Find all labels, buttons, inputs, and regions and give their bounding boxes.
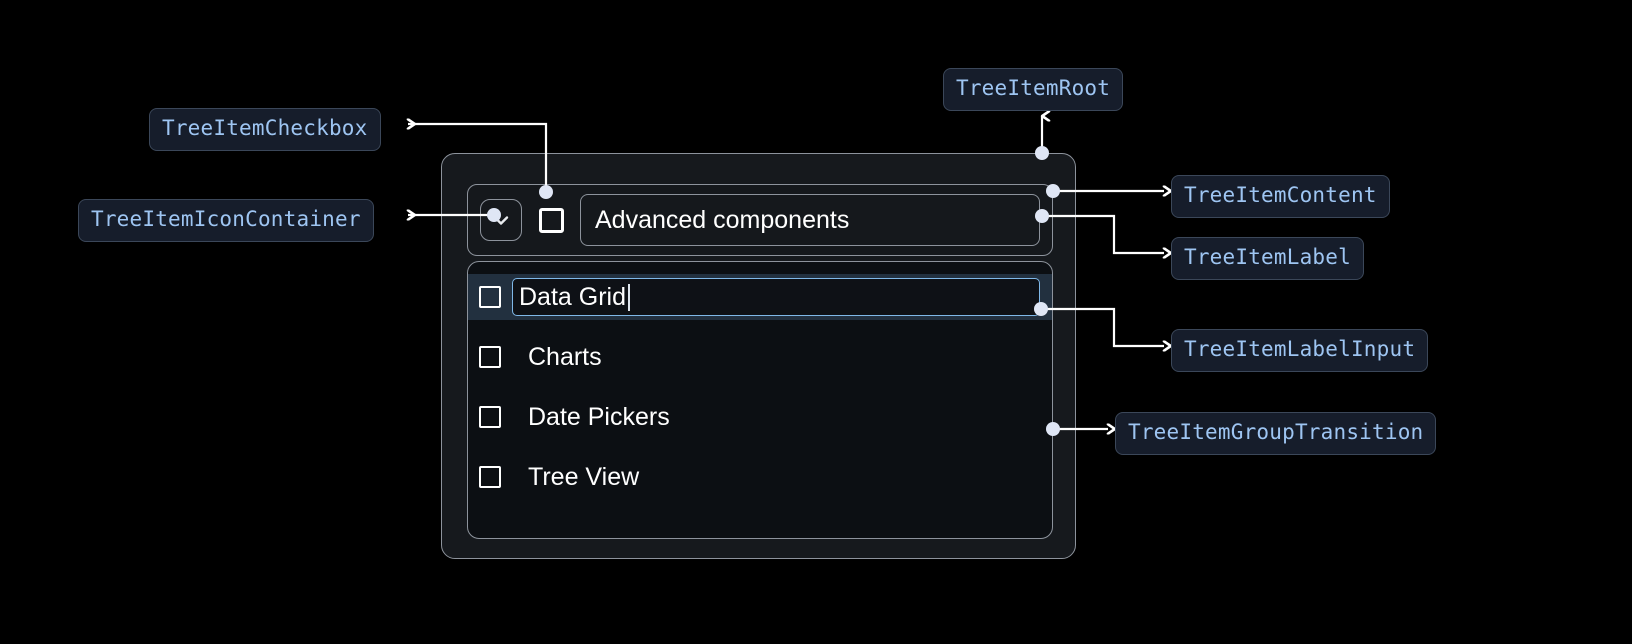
- checkbox-unchecked-icon: [479, 406, 501, 428]
- text-caret: [627, 283, 630, 311]
- annotation-tree-item-icon-container: TreeItemIconContainer: [78, 199, 374, 242]
- tree-item-label-text: Advanced components: [595, 205, 850, 234]
- tree-item-label-charts: Charts: [528, 342, 602, 371]
- tree-item-row-data-grid[interactable]: Data Grid: [468, 274, 1052, 320]
- tree-item-row-charts[interactable]: Charts: [468, 334, 1052, 380]
- annotation-tree-item-checkbox: TreeItemCheckbox: [149, 108, 381, 151]
- tree-item-label-input-value: Data Grid: [519, 282, 626, 311]
- tree-item-icon-container[interactable]: [480, 199, 522, 241]
- tree-item-row-tree-view[interactable]: Tree View: [468, 454, 1052, 500]
- tree-item-label-input[interactable]: Data Grid: [512, 278, 1040, 316]
- tree-item-checkbox-charts[interactable]: [468, 346, 512, 368]
- tree-item-row-date-pickers[interactable]: Date Pickers: [468, 394, 1052, 440]
- chevron-down-icon: [489, 208, 513, 232]
- annotation-tree-item-root: TreeItemRoot: [943, 68, 1124, 111]
- tree-item-root[interactable]: Advanced components Data Grid Charts: [441, 153, 1076, 559]
- tree-item-group-transition: Data Grid Charts Date Pickers Tree: [467, 261, 1053, 539]
- tree-item-content[interactable]: Advanced components: [467, 184, 1053, 256]
- checkbox-unchecked-icon: [538, 207, 564, 233]
- checkbox-unchecked-icon: [479, 466, 501, 488]
- annotation-tree-item-label: TreeItemLabel: [1171, 237, 1364, 280]
- tree-item-checkbox[interactable]: [533, 202, 569, 238]
- annotation-tree-item-group-transition: TreeItemGroupTransition: [1115, 412, 1437, 455]
- annotation-tree-item-content: TreeItemContent: [1171, 175, 1390, 218]
- tree-item-label-tree-view: Tree View: [528, 462, 640, 491]
- tree-item-label[interactable]: Advanced components: [580, 194, 1040, 246]
- tree-item-label-date-pickers: Date Pickers: [528, 402, 670, 431]
- checkbox-unchecked-icon: [479, 346, 501, 368]
- checkbox-unchecked-icon: [479, 286, 501, 308]
- tree-item-checkbox-date-pickers[interactable]: [468, 406, 512, 428]
- annotation-tree-item-label-input: TreeItemLabelInput: [1171, 329, 1429, 372]
- tree-item-checkbox-data-grid[interactable]: [468, 286, 512, 308]
- tree-item-checkbox-tree-view[interactable]: [468, 466, 512, 488]
